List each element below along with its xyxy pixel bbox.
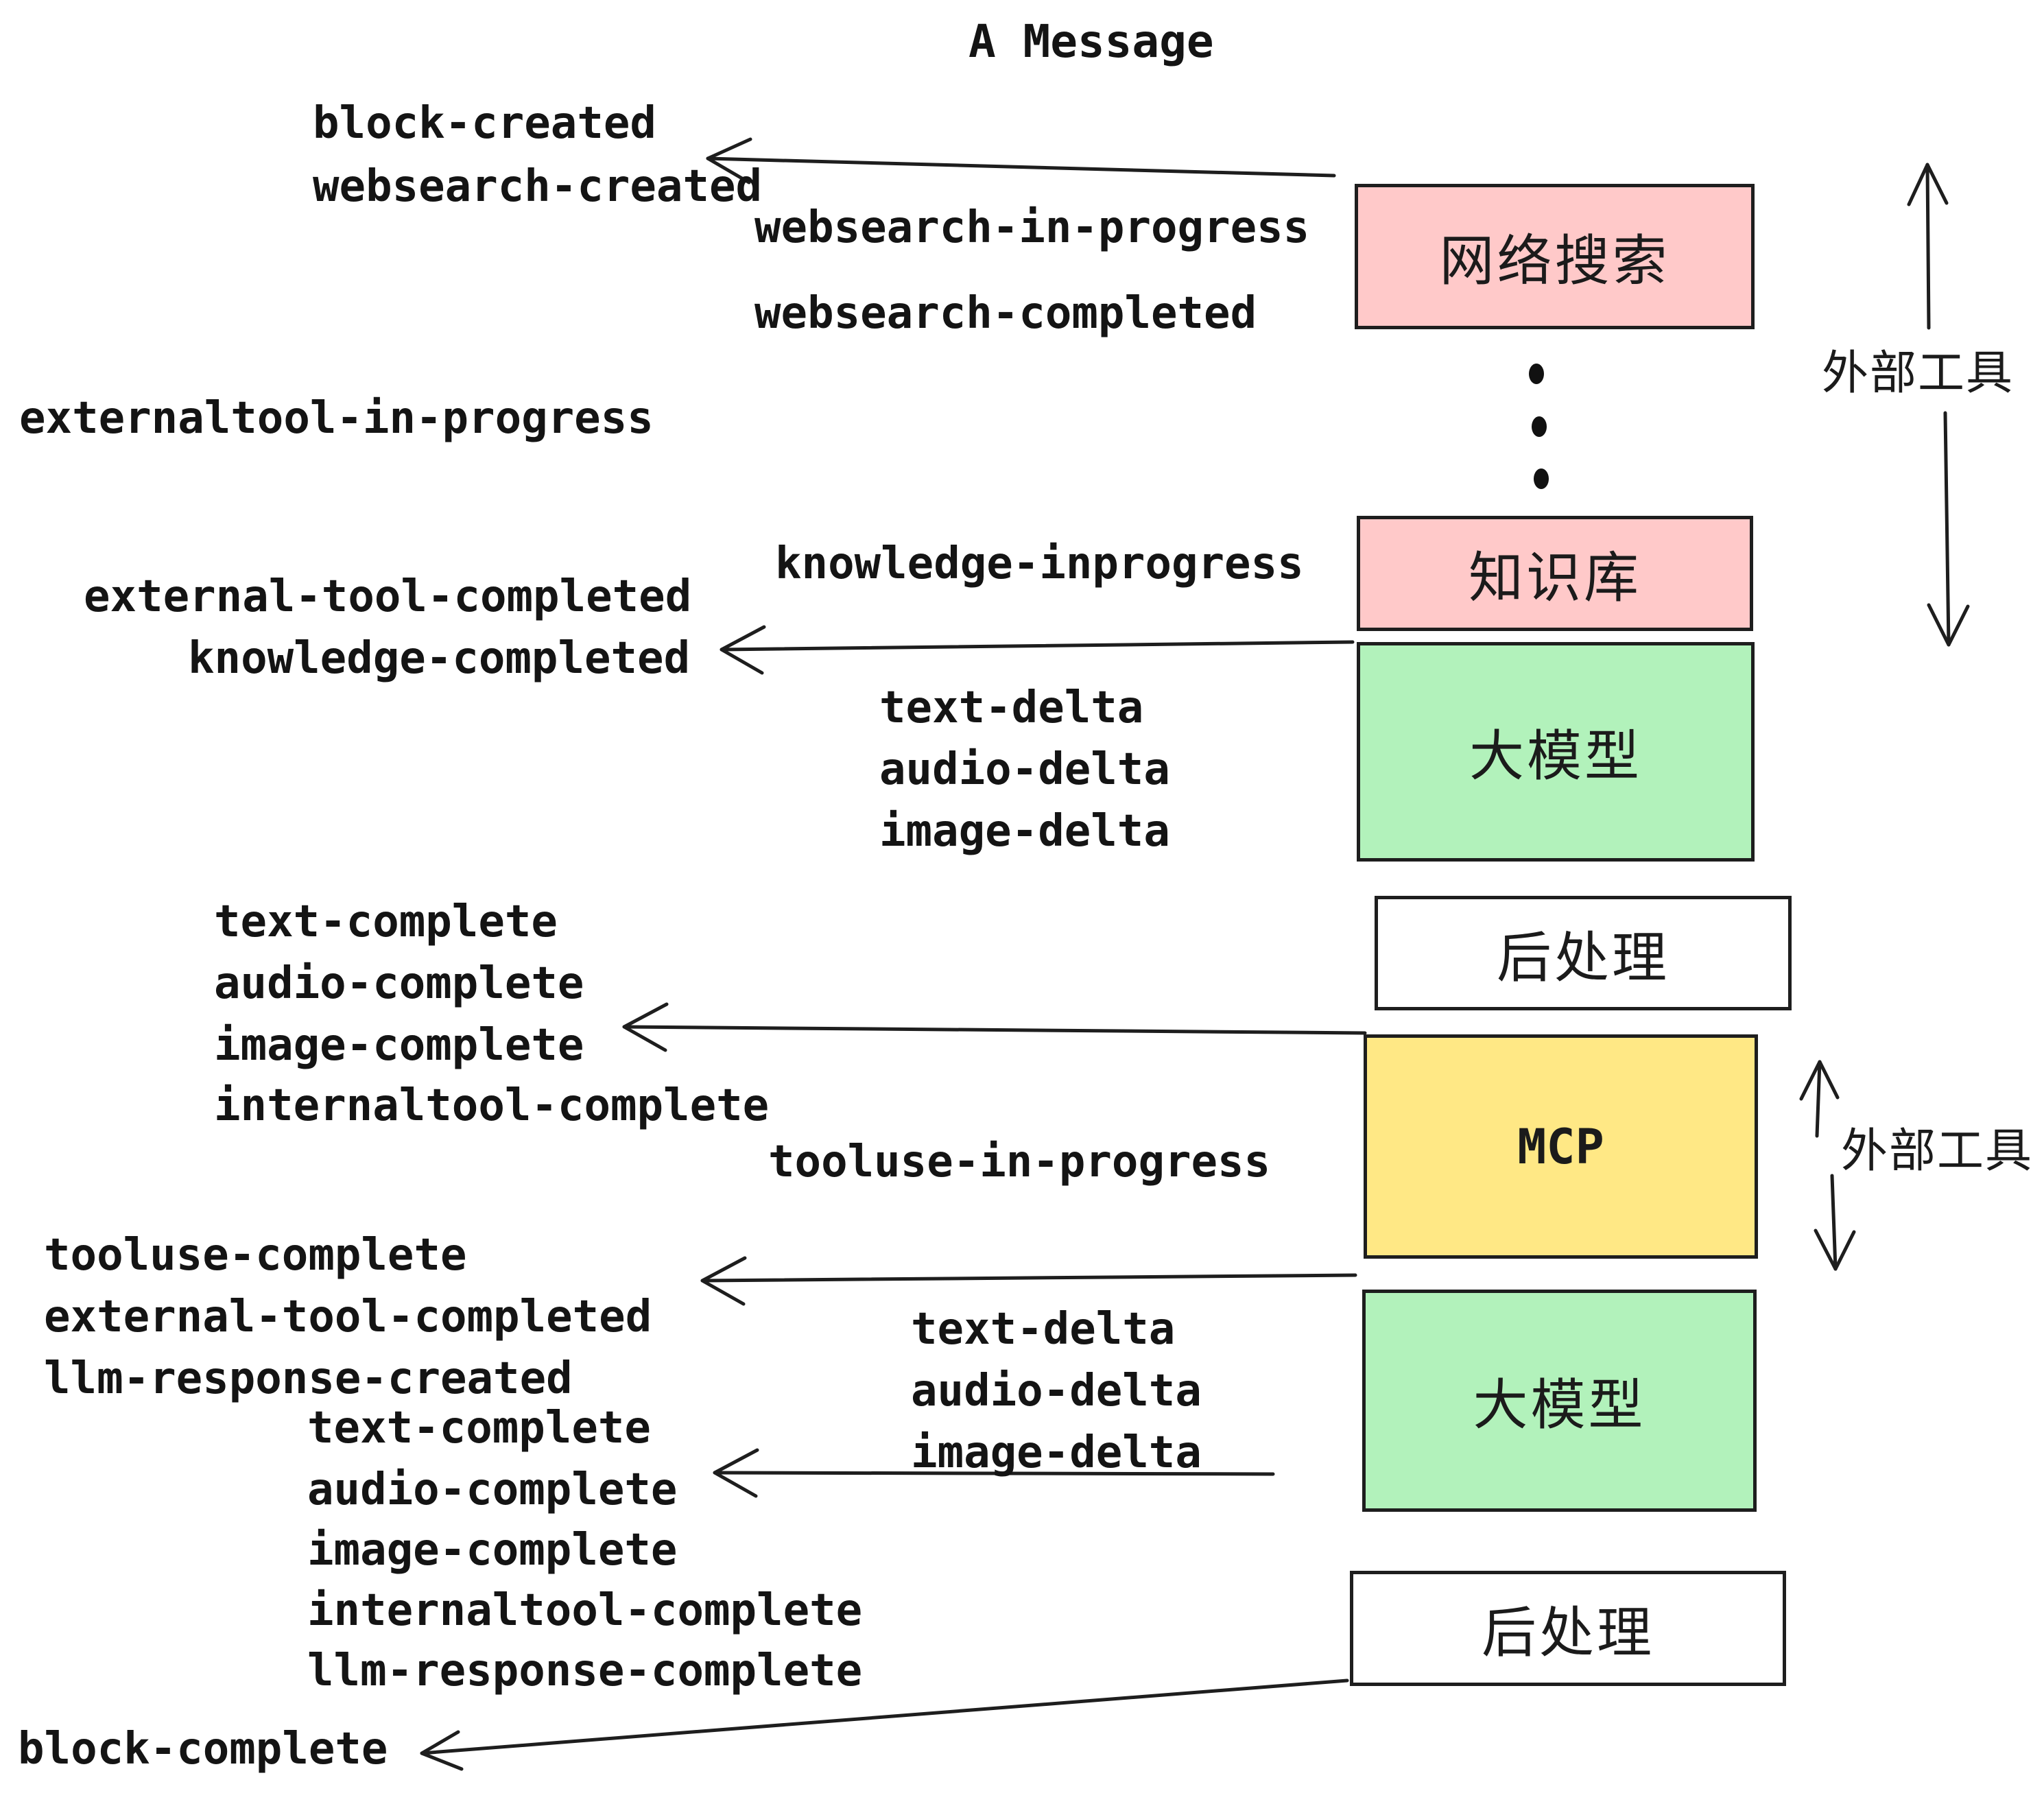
event-llm-response-created: llm-response-created xyxy=(44,1353,573,1404)
event-text-delta-1: text-delta xyxy=(879,683,1144,733)
event-audio-complete-1: audio-complete xyxy=(214,958,584,1009)
arrow-tooluse-complete xyxy=(700,1256,1357,1306)
event-knowledge-inprogress: knowledge-inprogress xyxy=(775,538,1304,589)
node-mcp-label: MCP xyxy=(1517,1118,1604,1175)
node-knowledge: 知识库 xyxy=(1357,516,1753,631)
external-tools-mid-down-arrow xyxy=(1814,1174,1856,1271)
ellipsis-dots xyxy=(1529,364,1549,489)
diagram-title: A Message xyxy=(968,15,1214,68)
node-websearch: 网络搜索 xyxy=(1355,184,1755,329)
node-knowledge-label: 知识库 xyxy=(1469,547,1641,608)
node-postprocess-1-label: 后处理 xyxy=(1497,927,1669,988)
node-llm-2-label: 大模型 xyxy=(1473,1375,1646,1436)
external-tools-label-top: 外部工具 xyxy=(1822,347,2015,399)
event-tooluse-complete: tooluse-complete xyxy=(44,1230,467,1281)
arrow-complete-group-1 xyxy=(622,1002,1367,1052)
arrow-knowledge-completed xyxy=(720,625,1355,675)
event-block-complete: block-complete xyxy=(18,1724,388,1775)
event-image-complete-2: image-complete xyxy=(307,1525,678,1576)
node-websearch-label: 网络搜索 xyxy=(1439,230,1670,292)
external-tools-top-up-arrow xyxy=(1907,163,1949,330)
event-audio-delta-2: audio-delta xyxy=(911,1366,1202,1416)
event-knowledge-completed: knowledge-completed xyxy=(188,633,691,684)
arrow-block-created xyxy=(706,137,1336,185)
external-tools-label-mid: 外部工具 xyxy=(1841,1125,2034,1177)
event-websearch-created: websearch-created xyxy=(313,161,763,212)
node-llm-2: 大模型 xyxy=(1362,1290,1757,1512)
node-mcp: MCP xyxy=(1364,1034,1758,1259)
event-externaltool-in-progress: externaltool-in-progress xyxy=(19,393,654,444)
arrow-complete-group-2 xyxy=(713,1448,1275,1498)
event-tooluse-in-progress: tooluse-in-progress xyxy=(768,1137,1271,1187)
event-audio-delta-1: audio-delta xyxy=(879,744,1170,795)
event-audio-complete-2: audio-complete xyxy=(307,1464,678,1515)
event-external-tool-completed-2: external-tool-completed xyxy=(44,1292,652,1342)
event-internaltool-complete-2: internaltool-complete xyxy=(307,1585,863,1636)
event-image-complete-1: image-complete xyxy=(214,1020,584,1071)
node-postprocess-2: 后处理 xyxy=(1350,1571,1786,1686)
external-tools-top-down-arrow xyxy=(1927,411,1970,647)
event-text-complete-1: text-complete xyxy=(214,897,558,947)
event-internaltool-complete-1: internaltool-complete xyxy=(214,1080,770,1131)
event-block-created: block-created xyxy=(313,98,656,149)
event-text-complete-2: text-complete xyxy=(307,1403,651,1453)
event-websearch-completed: websearch-completed xyxy=(754,288,1257,339)
event-external-tool-completed-1: external-tool-completed xyxy=(84,571,692,622)
node-postprocess-2-label: 后处理 xyxy=(1482,1602,1654,1663)
node-llm-1-label: 大模型 xyxy=(1469,726,1642,787)
event-image-delta-2: image-delta xyxy=(911,1427,1202,1478)
arrow-block-complete xyxy=(420,1678,1349,1771)
node-llm-1: 大模型 xyxy=(1357,642,1755,862)
event-websearch-in-progress: websearch-in-progress xyxy=(754,202,1310,253)
event-text-delta-2: text-delta xyxy=(911,1304,1176,1355)
event-llm-response-complete: llm-response-complete xyxy=(307,1646,863,1696)
event-image-delta-1: image-delta xyxy=(879,806,1170,857)
node-postprocess-1: 后处理 xyxy=(1375,896,1792,1010)
external-tools-mid-up-arrow xyxy=(1799,1060,1840,1138)
